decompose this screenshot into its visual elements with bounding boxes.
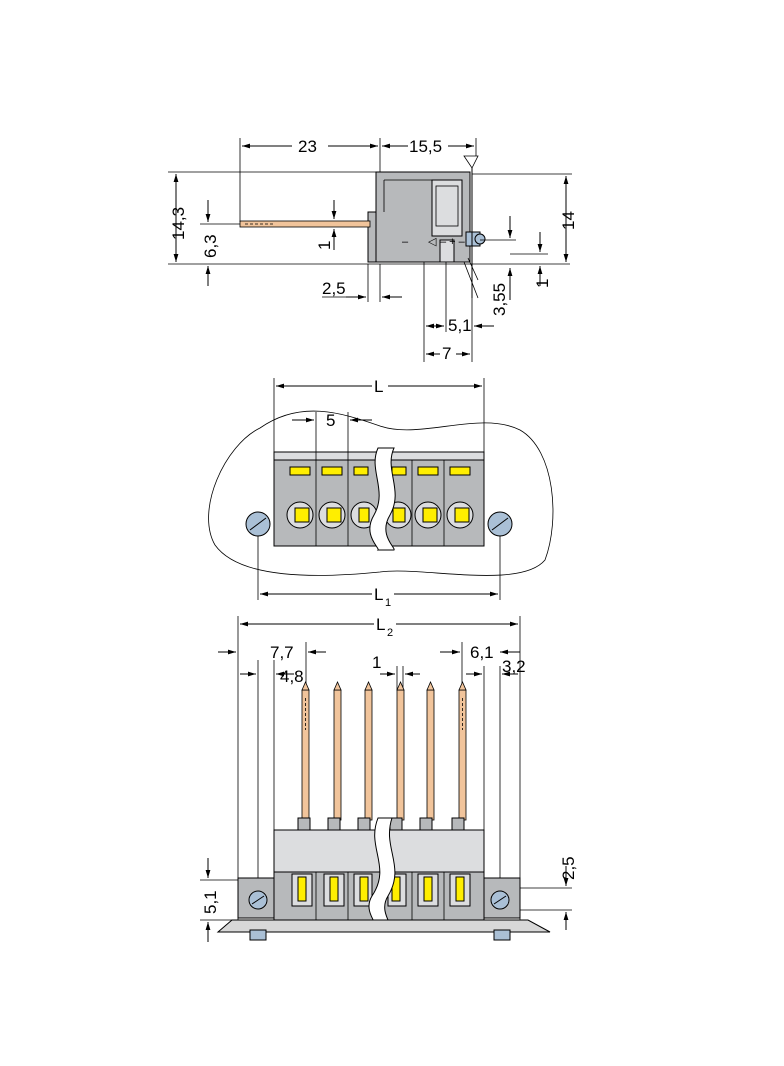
dim-15-5: 15,5 <box>409 137 442 156</box>
dim-6-3: 6,3 <box>201 234 220 258</box>
pcb-outline <box>208 410 554 576</box>
top-clamp-6 <box>449 466 471 476</box>
top-clamp-5 <box>417 466 439 476</box>
dim-5-1-side: 5,1 <box>448 316 472 335</box>
dim-L1-sub: 1 <box>385 597 391 609</box>
dim-1-side-b: 1 <box>533 279 552 288</box>
side-pin <box>239 220 371 228</box>
dim-1-side-a: 1 <box>315 241 334 250</box>
dim-23: 23 <box>298 137 317 156</box>
break-line-top <box>369 447 396 551</box>
top-clamp-3 <box>353 466 369 476</box>
dim-2-5-front: 2,5 <box>559 856 578 880</box>
dim-3-2: 3,2 <box>502 657 526 676</box>
dim-14-3: 14,3 <box>169 207 188 240</box>
dim-L2-sub: 2 <box>387 627 393 639</box>
side-view: – ◁ – + – 23 15,5 14,3 6,3 1 14 <box>168 136 578 363</box>
pcb-front <box>216 919 551 933</box>
dim-6-1: 6,1 <box>470 643 494 662</box>
dim-3-55: 3,55 <box>490 283 509 316</box>
dim-7: 7 <box>442 344 451 363</box>
dim-4-8: 4,8 <box>280 667 304 686</box>
svg-text:◁: ◁ <box>428 236 437 248</box>
top-view: L 5 L 1 <box>208 376 554 609</box>
dim-7-7: 7,7 <box>270 643 294 662</box>
top-clamp-2 <box>321 466 343 476</box>
dim-14: 14 <box>559 211 578 230</box>
dim-1-front: 1 <box>372 653 381 672</box>
dim-2-5-side: 2,5 <box>322 279 346 298</box>
dim-L1: L <box>374 585 383 604</box>
dim-5-1-front: 5,1 <box>201 890 220 914</box>
top-clamp-1 <box>289 466 311 476</box>
dim-L2: L <box>376 615 385 634</box>
svg-text:–: – <box>402 236 409 248</box>
front-view: L 2 7,7 4,8 1 6,1 3,2 <box>200 612 578 942</box>
front-clamps <box>291 873 471 907</box>
front-pins <box>301 681 467 821</box>
svg-text:– + –: – + – <box>440 236 466 248</box>
top-clamp-4 <box>391 466 407 476</box>
dim-L: L <box>374 377 383 396</box>
dim-5: 5 <box>326 411 335 430</box>
